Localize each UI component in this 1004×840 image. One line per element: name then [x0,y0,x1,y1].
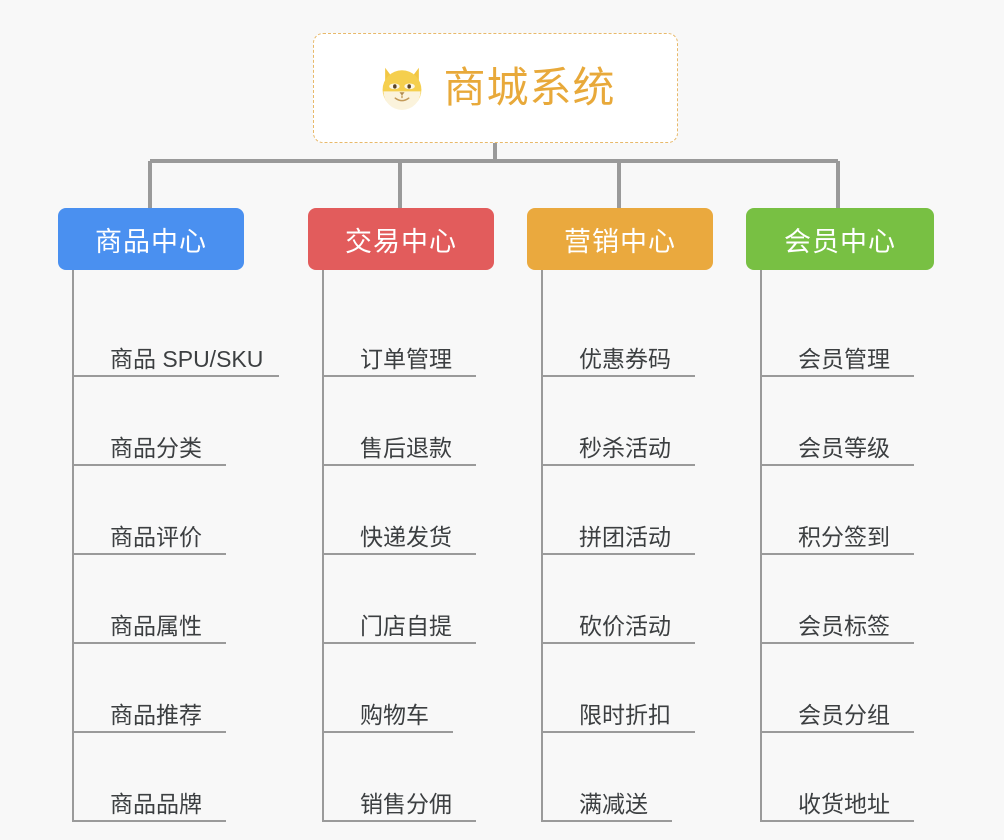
list-item-label: 快递发货 [360,523,452,550]
list-item[interactable]: 限时折扣 [543,644,747,733]
branch-list-product-center: 商品 SPU/SKU 商品分类 商品评价 商品属性 商品推荐 商品品牌 [72,270,279,822]
list-item-label: 商品分类 [110,434,202,461]
list-item[interactable]: 商品评价 [74,466,278,555]
list-item-label: 商品属性 [110,612,202,639]
list-item[interactable]: 会员等级 [762,377,966,466]
list-item[interactable]: 积分签到 [762,466,966,555]
list-item-label: 会员标签 [798,612,890,639]
list-item[interactable]: 商品属性 [74,555,278,644]
list-item-label: 商品推荐 [110,701,202,728]
list-item[interactable]: 商品 SPU/SKU [74,288,279,377]
list-item-label: 订单管理 [360,345,452,372]
list-item[interactable]: 秒杀活动 [543,377,747,466]
root-title: 商城系统 [443,64,616,111]
list-item-label: 购物车 [360,701,429,728]
list-item[interactable]: 售后退款 [324,377,528,466]
list-item-label: 秒杀活动 [579,434,671,461]
list-item[interactable]: 销售分佣 [324,733,528,822]
list-item-label: 收货地址 [798,790,890,817]
list-item[interactable]: 会员管理 [762,288,966,377]
category-label: 营销中心 [564,226,676,257]
list-item-label: 砍价活动 [579,612,671,639]
list-item-label: 满减送 [579,790,648,817]
list-item[interactable]: 会员标签 [762,555,966,644]
category-header-product-center[interactable]: 商品中心 [58,208,244,270]
list-item-label: 门店自提 [360,612,452,639]
list-item-label: 销售分佣 [360,790,452,817]
root-node[interactable]: 商城系统 [313,33,678,143]
list-item[interactable]: 门店自提 [324,555,528,644]
category-column-product-center: 商品中心 商品 SPU/SKU 商品分类 商品评价 商品属性 商品推荐 [58,208,279,822]
category-header-trade-center[interactable]: 交易中心 [308,208,494,270]
list-item[interactable]: 商品品牌 [74,733,278,822]
list-item-label: 会员等级 [798,434,890,461]
list-item-label: 会员分组 [798,701,890,728]
category-label: 商品中心 [95,226,207,257]
list-item[interactable]: 购物车 [324,644,528,733]
list-item[interactable]: 砍价活动 [543,555,747,644]
list-item-label: 积分签到 [798,523,890,550]
category-label: 交易中心 [345,226,457,257]
category-label: 会员中心 [784,226,896,257]
category-columns: 商品中心 商品 SPU/SKU 商品分类 商品评价 商品属性 商品推荐 [0,208,1004,840]
list-item-label: 拼团活动 [579,523,671,550]
list-item[interactable]: 满减送 [543,733,747,822]
category-column-trade-center: 交易中心 订单管理 售后退款 快递发货 门店自提 购物车 [308,208,528,822]
category-column-member-center: 会员中心 会员管理 会员等级 积分签到 会员标签 会员分组 [746,208,966,822]
category-header-member-center[interactable]: 会员中心 [746,208,934,270]
branch-list-member-center: 会员管理 会员等级 积分签到 会员标签 会员分组 收货地址 [760,270,966,822]
list-item-label: 商品评价 [110,523,202,550]
list-item-label: 商品品牌 [110,790,202,817]
dog-face-icon [383,67,422,110]
list-item-label: 商品 SPU/SKU [110,345,264,372]
branch-list-trade-center: 订单管理 售后退款 快递发货 门店自提 购物车 销售分佣 [322,270,528,822]
list-item[interactable]: 优惠券码 [543,288,747,377]
branch-list-marketing-center: 优惠券码 秒杀活动 拼团活动 砍价活动 限时折扣 满减送 [541,270,747,822]
list-item[interactable]: 商品推荐 [74,644,278,733]
category-header-marketing-center[interactable]: 营销中心 [527,208,713,270]
list-item[interactable]: 拼团活动 [543,466,747,555]
list-item-label: 会员管理 [798,345,890,372]
list-item[interactable]: 会员分组 [762,644,966,733]
list-item[interactable]: 快递发货 [324,466,528,555]
list-item-label: 限时折扣 [579,701,671,728]
list-item[interactable]: 订单管理 [324,288,528,377]
list-item[interactable]: 收货地址 [762,733,966,822]
category-column-marketing-center: 营销中心 优惠券码 秒杀活动 拼团活动 砍价活动 限时折扣 [527,208,747,822]
list-item[interactable]: 商品分类 [74,377,278,466]
list-item-label: 售后退款 [360,434,452,461]
list-item-label: 优惠券码 [579,345,671,372]
